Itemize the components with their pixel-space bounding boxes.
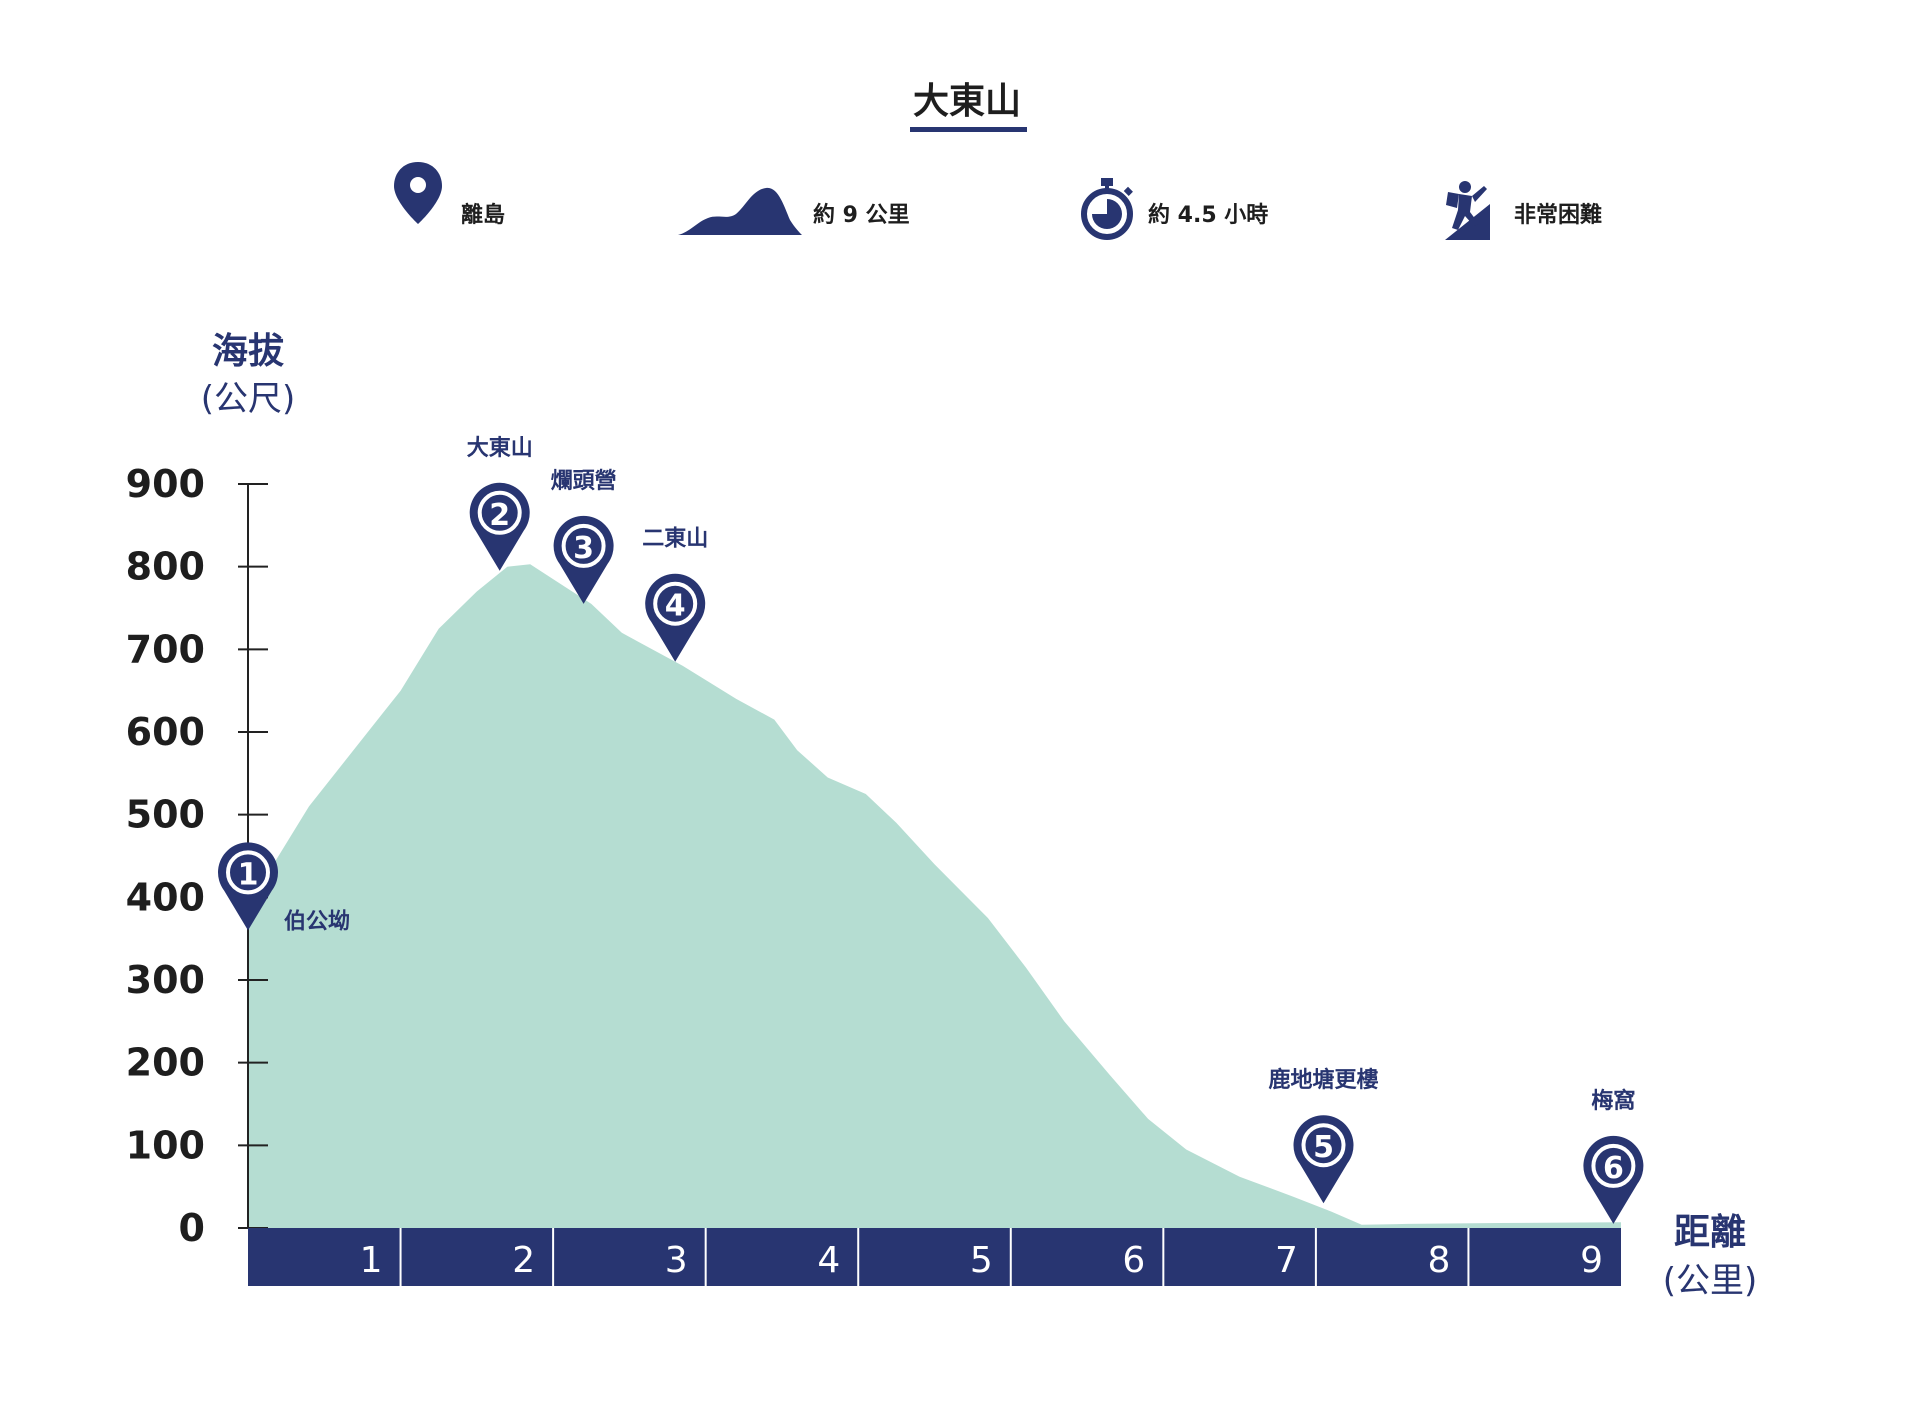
info-difficulty: 非常困難 bbox=[1514, 202, 1602, 228]
map-pin-icon bbox=[218, 842, 278, 931]
x-tick-label: 2 bbox=[512, 1240, 535, 1281]
waypoint-number: 6 bbox=[1603, 1151, 1624, 1186]
mountain-icon bbox=[678, 187, 802, 235]
x-tick-label: 3 bbox=[665, 1240, 688, 1281]
x-axis-label: 距離 bbox=[1674, 1212, 1746, 1253]
y-tick-label: 400 bbox=[126, 875, 205, 919]
x-tick-label: 7 bbox=[1275, 1240, 1298, 1281]
waypoint-label: 伯公坳 bbox=[284, 908, 350, 934]
waypoint-number: 2 bbox=[489, 498, 510, 533]
y-tick-label: 200 bbox=[126, 1041, 205, 1085]
waypoint-number: 1 bbox=[238, 857, 259, 892]
waypoint-label: 大東山 bbox=[467, 436, 533, 461]
map-pin-icon bbox=[645, 573, 706, 662]
y-tick-label: 800 bbox=[126, 545, 205, 589]
y-axis: 0 100 200 300 400 500 600 700 800 900 bbox=[126, 462, 268, 1250]
x-tick-label: 5 bbox=[970, 1240, 993, 1281]
x-tick-label: 1 bbox=[360, 1240, 383, 1281]
info-duration: 約 4.5 小時 bbox=[1148, 202, 1268, 228]
x-axis-bar: 1 2 3 4 5 6 7 8 9 bbox=[248, 1228, 1621, 1286]
x-axis-unit: (公里) bbox=[1663, 1261, 1758, 1301]
waypoint-label: 二東山 bbox=[642, 527, 708, 552]
map-pin-icon bbox=[1293, 1115, 1354, 1204]
pin-number-ring bbox=[1301, 1123, 1346, 1168]
y-tick-label: 900 bbox=[126, 462, 205, 506]
elevation-area-layer bbox=[248, 564, 1621, 1228]
waypoint-label: 爛頭營 bbox=[551, 469, 617, 494]
y-tick-label: 100 bbox=[126, 1123, 205, 1167]
pin-number-ring bbox=[1591, 1143, 1636, 1188]
map-pin-icon bbox=[1583, 1135, 1644, 1224]
climber-icon bbox=[1445, 181, 1490, 240]
waypoint-pin: 1 bbox=[218, 842, 278, 931]
y-axis-label: 海拔 bbox=[212, 331, 284, 372]
x-axis-bar-bg bbox=[248, 1228, 1621, 1286]
x-tick-label: 9 bbox=[1580, 1240, 1603, 1281]
pin-number-ring bbox=[561, 523, 606, 568]
y-tick-label: 600 bbox=[126, 710, 205, 754]
x-tick-label: 4 bbox=[817, 1240, 840, 1281]
waypoint-label: 鹿地塘更樓 bbox=[1268, 1067, 1378, 1093]
info-distance: 約 9 公里 bbox=[813, 202, 910, 228]
chart-title: 大東山 bbox=[913, 81, 1021, 122]
location-pin-icon bbox=[394, 162, 442, 224]
info-region: 離島 bbox=[461, 202, 505, 228]
waypoint-number: 4 bbox=[665, 589, 686, 624]
waypoint-pin: 4 bbox=[645, 573, 706, 662]
waypoint-pin: 5 bbox=[1293, 1115, 1354, 1204]
pin-number-ring bbox=[477, 490, 522, 535]
x-tick-label: 6 bbox=[1122, 1240, 1145, 1281]
y-tick-label: 700 bbox=[126, 627, 205, 671]
elevation-area bbox=[248, 564, 1621, 1228]
y-tick-label: 300 bbox=[126, 958, 205, 1002]
map-pin-icon bbox=[469, 482, 530, 571]
y-tick-label: 500 bbox=[126, 793, 205, 837]
waypoint-layer: 1 伯公坳 2 大東山 3 爛頭營 4 二東山 5 鹿地塘更樓 6 梅窩 bbox=[218, 436, 1644, 1224]
waypoint-number: 5 bbox=[1313, 1130, 1334, 1165]
stopwatch-icon bbox=[1081, 178, 1133, 240]
pin-number-ring bbox=[653, 581, 698, 626]
y-axis-unit: (公尺) bbox=[201, 379, 296, 419]
waypoint-pin: 2 bbox=[469, 482, 530, 571]
y-tick-label: 0 bbox=[179, 1206, 205, 1250]
x-tick-label: 8 bbox=[1428, 1240, 1451, 1281]
map-pin-icon bbox=[553, 515, 614, 604]
waypoint-label: 梅窩 bbox=[1591, 1088, 1635, 1114]
waypoint-pin: 3 bbox=[553, 515, 614, 604]
info-row: 離島 約 9 公里 約 4.5 小時 非常困難 bbox=[394, 162, 1602, 240]
waypoint-pin: 6 bbox=[1583, 1135, 1644, 1224]
title-underline bbox=[910, 127, 1027, 132]
waypoint-number: 3 bbox=[573, 531, 594, 566]
pin-number-ring bbox=[226, 850, 270, 895]
